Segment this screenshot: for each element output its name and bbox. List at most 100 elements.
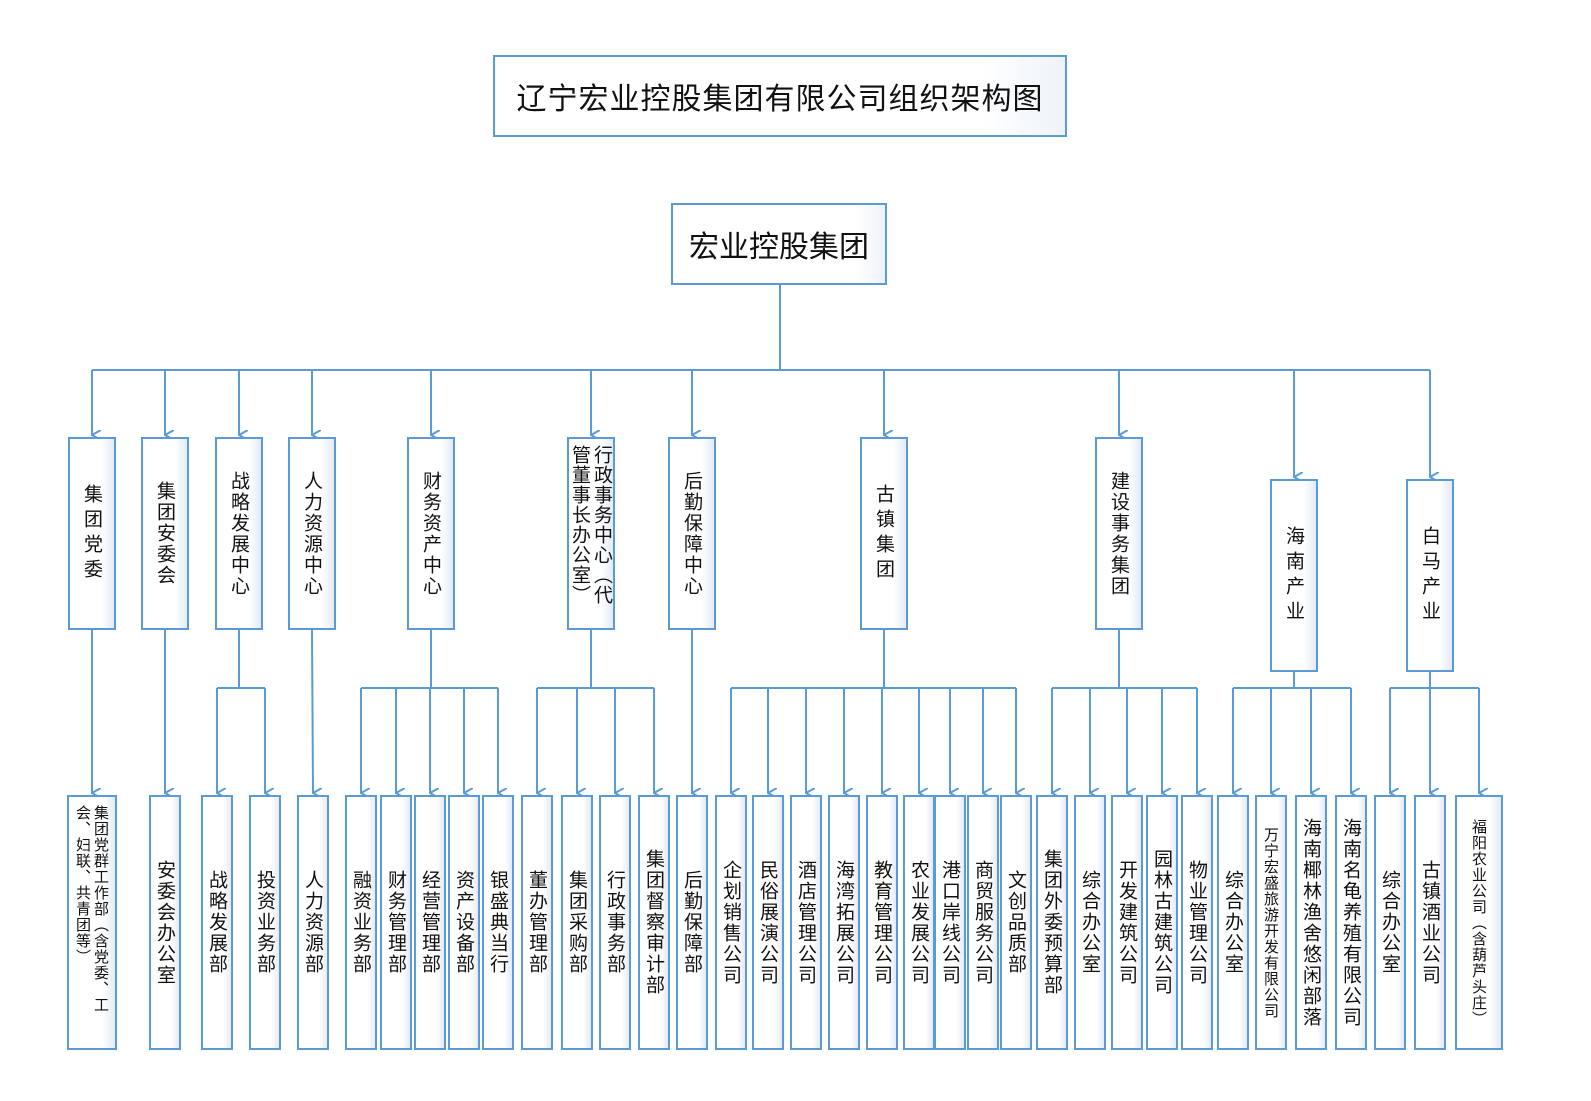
leaf-node-8: 资产设备部	[448, 795, 480, 1050]
leaf-node-32: 海南名龟养殖有限公司	[1335, 795, 1367, 1050]
leaf-node-14-label: 后勤保障部	[681, 870, 703, 975]
leaf-node-29-label: 综合办公室	[1222, 870, 1244, 975]
leaf-node-33-label: 综合办公室	[1379, 870, 1401, 975]
leaf-node-0-label: 集团党群工作部（含党委、工会、妇联、共青团等）	[74, 804, 110, 1013]
leaf-node-8-label: 资产设备部	[453, 870, 475, 975]
leaf-node-15-label: 企划销售公司	[720, 859, 742, 986]
level2-node-5-label: 行政事务中心（代管董事长办公室）	[569, 444, 613, 605]
leaf-node-3: 投资业务部	[249, 795, 281, 1050]
leaf-node-24: 集团外委预算部	[1036, 795, 1068, 1050]
leaf-node-33: 综合办公室	[1374, 795, 1406, 1050]
leaf-node-0: 集团党群工作部（含党委、工会、妇联、共青团等）	[67, 795, 117, 1050]
leaf-node-5: 融资业务部	[345, 795, 377, 1050]
leaf-node-20: 农业发展公司	[903, 795, 935, 1050]
level2-node-4-label: 财务资产中心	[420, 470, 442, 597]
leaf-node-7-label: 经营管理部	[419, 870, 441, 975]
leaf-node-4: 人力资源部	[297, 795, 329, 1050]
leaf-node-19: 教育管理公司	[866, 795, 898, 1050]
leaf-node-16: 民俗展演公司	[752, 795, 784, 1050]
level2-node-10: 白马产业	[1406, 479, 1454, 672]
leaf-node-13: 集团督察审计部	[638, 795, 670, 1050]
leaf-node-24-label: 集团外委预算部	[1041, 849, 1063, 996]
leaf-node-1-label: 安委会办公室	[154, 859, 176, 986]
leaf-node-2: 战略发展部	[201, 795, 233, 1050]
leaf-node-1: 安委会办公室	[149, 795, 181, 1050]
level2-node-6: 后勤保障中心	[668, 437, 716, 630]
level2-node-8: 建设事务集团	[1095, 437, 1143, 630]
level2-node-5: 行政事务中心（代管董事长办公室）	[567, 437, 615, 630]
leaf-node-15: 企划销售公司	[715, 795, 747, 1050]
leaf-node-25: 综合办公室	[1074, 795, 1106, 1050]
level2-node-9: 海南产业	[1270, 479, 1318, 672]
level2-node-6-label: 后勤保障中心	[681, 470, 703, 597]
leaf-node-6-label: 财务管理部	[385, 870, 407, 975]
leaf-node-14: 后勤保障部	[676, 795, 708, 1050]
leaf-node-28-label: 物业管理公司	[1186, 859, 1208, 986]
leaf-node-5-label: 融资业务部	[350, 870, 372, 975]
level2-node-1: 集团安委会	[141, 437, 189, 630]
leaf-node-16-label: 民俗展演公司	[757, 859, 779, 986]
leaf-node-27-label: 园林古建筑公司	[1151, 849, 1173, 996]
leaf-node-10-label: 董办管理部	[526, 870, 548, 975]
leaf-node-31: 海南椰林渔舍悠闲部落	[1295, 795, 1327, 1050]
level2-node-8-label: 建设事务集团	[1108, 470, 1130, 597]
level2-node-3: 人力资源中心	[288, 437, 336, 630]
leaf-node-4-label: 人力资源部	[302, 870, 324, 975]
level2-node-4: 财务资产中心	[407, 437, 455, 630]
root-node-label: 宏业控股集团	[689, 230, 869, 265]
leaf-node-18-label: 海湾拓展公司	[833, 859, 855, 986]
leaf-node-21-label: 港口岸线公司	[939, 859, 961, 986]
level2-node-0: 集团党委	[68, 437, 116, 630]
level2-node-7-label: 古镇集团	[873, 483, 895, 584]
level2-node-3-label: 人力资源中心	[301, 470, 323, 597]
leaf-node-29: 综合办公室	[1217, 795, 1249, 1050]
level2-node-9-label: 海南产业	[1283, 525, 1305, 626]
leaf-node-20-label: 农业发展公司	[908, 859, 930, 986]
leaf-node-35: 福阳农业公司（含葫芦头庄）	[1455, 795, 1503, 1050]
level2-node-1-label: 集团安委会	[154, 481, 176, 586]
chart-title: 辽宁宏业控股集团有限公司组织架构图	[516, 82, 1044, 117]
leaf-node-17: 酒店管理公司	[790, 795, 822, 1050]
leaf-node-7: 经营管理部	[414, 795, 446, 1050]
leaf-node-22-label: 商贸服务公司	[972, 859, 994, 986]
leaf-node-30-label: 万宁宏盛旅游开发有限公司	[1262, 826, 1280, 1019]
leaf-node-31-label: 海南椰林渔舍悠闲部落	[1300, 817, 1322, 1028]
leaf-node-3-label: 投资业务部	[254, 870, 276, 975]
leaf-node-23-label: 文创品质部	[1005, 870, 1027, 975]
leaf-node-9-label: 银盛典当行	[487, 870, 509, 975]
leaf-node-22: 商贸服务公司	[967, 795, 999, 1050]
leaf-node-26: 开发建筑公司	[1111, 795, 1143, 1050]
leaf-node-27: 园林古建筑公司	[1146, 795, 1178, 1050]
root-node: 宏业控股集团	[671, 203, 887, 285]
leaf-node-32-label: 海南名龟养殖有限公司	[1340, 817, 1362, 1028]
leaf-node-21: 港口岸线公司	[934, 795, 966, 1050]
leaf-node-12-label: 行政事务部	[604, 870, 626, 975]
leaf-node-34-label: 古镇酒业公司	[1419, 859, 1441, 986]
leaf-node-25-label: 综合办公室	[1079, 870, 1101, 975]
leaf-node-34: 古镇酒业公司	[1414, 795, 1446, 1050]
leaf-node-35-label: 福阳农业公司（含葫芦头庄）	[1470, 818, 1488, 1027]
leaf-node-30: 万宁宏盛旅游开发有限公司	[1255, 795, 1287, 1050]
leaf-arrow-4	[311, 629, 313, 793]
leaf-node-10: 董办管理部	[521, 795, 553, 1050]
level2-node-0-label: 集团党委	[81, 483, 103, 584]
leaf-node-17-label: 酒店管理公司	[795, 859, 817, 986]
leaf-node-12: 行政事务部	[599, 795, 631, 1050]
level2-node-2-label: 战略发展中心	[228, 470, 250, 597]
leaf-node-28: 物业管理公司	[1181, 795, 1213, 1050]
level2-node-10-label: 白马产业	[1419, 525, 1441, 626]
leaf-node-13-label: 集团督察审计部	[643, 849, 665, 996]
leaf-node-18: 海湾拓展公司	[828, 795, 860, 1050]
leaf-node-2-label: 战略发展部	[206, 870, 228, 975]
leaf-node-23: 文创品质部	[1000, 795, 1032, 1050]
leaf-node-11-label: 集团采购部	[566, 870, 588, 975]
level2-node-2: 战略发展中心	[215, 437, 263, 630]
leaf-node-19-label: 教育管理公司	[871, 859, 893, 986]
chart-title-box: 辽宁宏业控股集团有限公司组织架构图	[493, 55, 1067, 137]
leaf-node-11: 集团采购部	[561, 795, 593, 1050]
level2-node-7: 古镇集团	[860, 437, 908, 630]
leaf-node-9: 银盛典当行	[482, 795, 514, 1050]
leaf-node-6: 财务管理部	[380, 795, 412, 1050]
